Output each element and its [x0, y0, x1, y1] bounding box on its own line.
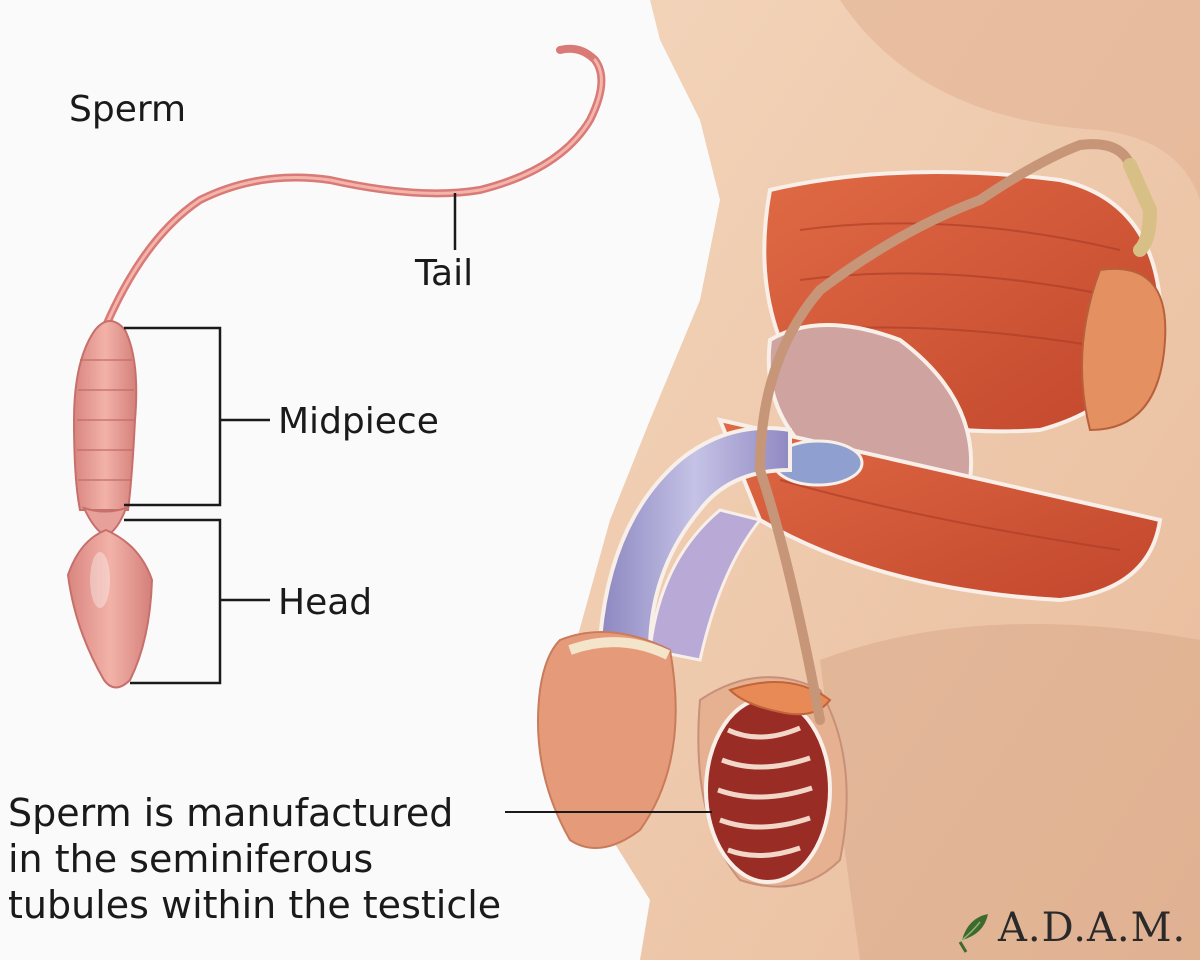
- caption-line: tubules within the testicle: [8, 883, 502, 927]
- thigh-shadow: [820, 624, 1200, 960]
- adam-leaf-icon: [958, 914, 988, 953]
- caption-line: in the seminiferous: [8, 837, 374, 881]
- brand-logo: A.D.A.M.: [958, 903, 1186, 953]
- head-bracket: [124, 518, 222, 685]
- sperm-head: [66, 528, 154, 689]
- midpiece-label: Midpiece: [278, 401, 439, 442]
- caption: Sperm is manufactured in the seminiferou…: [8, 790, 501, 928]
- brand-text: A.D.A.M.: [998, 905, 1187, 951]
- head-label: Head: [278, 582, 373, 623]
- vas-deferens: [754, 139, 1135, 725]
- sperm-midpiece: [72, 320, 138, 511]
- midpiece-bracket: [124, 326, 222, 507]
- sperm-neck: [82, 506, 128, 538]
- urethra: [597, 426, 792, 653]
- tail-label: Tail: [415, 253, 474, 294]
- seminal-vesicle: [1081, 267, 1167, 432]
- diagram-title: Sperm: [69, 89, 187, 130]
- caption-line: Sperm is manufactured: [8, 791, 454, 835]
- glans: [537, 631, 677, 849]
- corpus-spongiosum: [648, 508, 763, 662]
- abdomen-fold: [840, 0, 1200, 200]
